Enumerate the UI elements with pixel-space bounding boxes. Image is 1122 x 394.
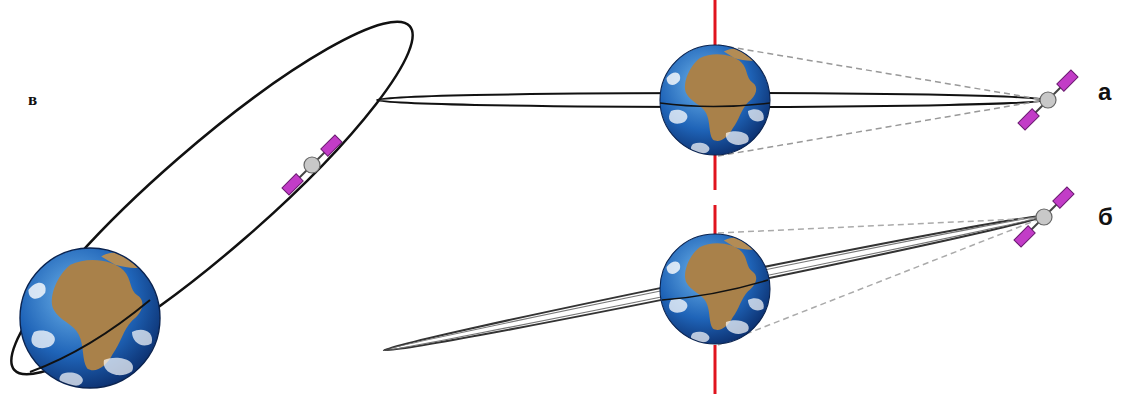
figure-label: в (28, 91, 37, 108)
figure-label: б (1098, 205, 1113, 229)
figure-label: а (1098, 80, 1111, 104)
